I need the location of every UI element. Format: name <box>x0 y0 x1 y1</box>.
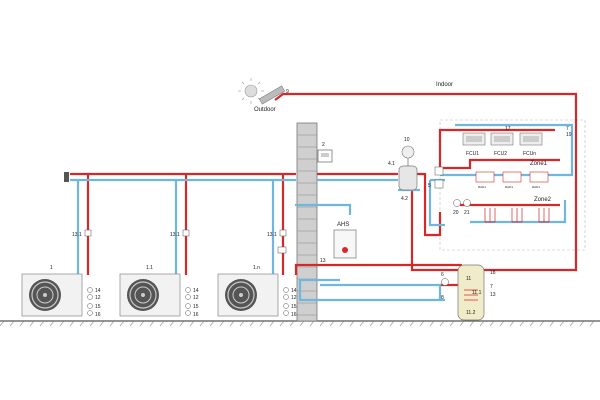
supply-piping <box>70 92 578 287</box>
unit-label-1: 1 <box>50 265 53 271</box>
sun-icon <box>238 78 264 104</box>
unit-valves: 13.1 13.1 13.1 14 12 15 16 14 12 15 16 1… <box>72 229 297 318</box>
thermostat-icon: 2 <box>317 142 333 163</box>
pipe-end-cap <box>64 172 69 182</box>
zone1-radiators: Zone1 RAD1 RAD1 RAD1 <box>475 161 549 189</box>
label-13-1-b: 13.1 <box>170 232 180 238</box>
ground <box>0 320 600 327</box>
pump-icon <box>441 278 449 286</box>
fan-coil-icon <box>462 132 486 146</box>
radiator-icon <box>475 171 549 183</box>
label-10: 10 <box>404 137 410 143</box>
label-15-a: 15 <box>95 304 101 310</box>
fan-coil-icon <box>490 132 514 146</box>
boiler-icon: AHS 13 <box>320 222 357 264</box>
label-13-1-a: 13.1 <box>72 232 82 238</box>
pump-icon <box>453 199 461 207</box>
building-wall <box>296 122 318 322</box>
label-20: 20 <box>453 210 459 216</box>
valve-icon <box>434 166 444 176</box>
label-16-c: 16 <box>291 312 297 318</box>
label-12-a: 12 <box>95 295 101 301</box>
valve-icon <box>434 179 444 189</box>
label-8: 8 <box>441 295 444 301</box>
label-21: 21 <box>464 210 470 216</box>
manifold-valves <box>434 166 471 286</box>
label-15-c: 15 <box>291 304 297 310</box>
fan-coil-units: FCU1 FCU2 FCUn 17 19 7 <box>462 126 572 157</box>
label-11-2: 11.2 <box>466 310 476 316</box>
label-14-b: 14 <box>193 288 199 294</box>
label-2: 2 <box>322 142 325 148</box>
outdoor-label: Outdoor <box>254 107 276 113</box>
fan-icon <box>225 279 257 311</box>
water-tank-icon: 11 11.1 11.2 18 7 13 <box>457 264 496 321</box>
label-6: 6 <box>441 272 444 278</box>
label-15-b: 15 <box>193 304 199 310</box>
fan-icon <box>29 279 61 311</box>
label-14-c: 14 <box>291 288 297 294</box>
label-11: 11 <box>466 276 471 282</box>
label-5: 5 <box>428 183 431 189</box>
radiator-label: RAD1 <box>532 185 540 189</box>
pump-icon <box>463 199 471 207</box>
valve-icon <box>84 229 289 316</box>
label-17: 17 <box>505 126 511 132</box>
fcu2-label: FCU2 <box>494 151 507 157</box>
radiator-icon <box>484 208 550 223</box>
label-7-top: 7 <box>566 126 569 132</box>
label-13: 13 <box>320 258 326 264</box>
radiator-label: RAD1 <box>478 185 486 189</box>
label-13-1-c: 13.1 <box>267 232 277 238</box>
label-12-b: 12 <box>193 295 199 301</box>
fcu1-label: FCU1 <box>466 151 479 157</box>
fcun-label: FCUn <box>523 151 536 157</box>
solar-panel-icon <box>258 85 286 105</box>
indoor-label: Indoor <box>436 82 453 88</box>
solar-collector: 9 Outdoor Indoor <box>238 78 453 113</box>
label-7: 7 <box>490 284 493 290</box>
heat-pump-unit-1-n: 1.n <box>217 265 279 317</box>
label-13-tank: 13 <box>490 292 496 298</box>
unit-label-1-n: 1.n <box>253 265 260 271</box>
label-12-c: 12 <box>291 295 297 301</box>
fan-coil-icon <box>519 132 543 146</box>
expansion-tank-icon: 10 <box>401 137 415 166</box>
label-19: 19 <box>566 132 572 138</box>
zone2-label: Zone2 <box>534 197 552 203</box>
buffer-tank: 4.1 4.2 <box>388 161 418 202</box>
unit-label-1-1: 1.1 <box>146 265 153 271</box>
zone1-label: Zone1 <box>530 161 548 167</box>
radiator-label: RAD1 <box>505 185 513 189</box>
label-16-b: 16 <box>193 312 199 318</box>
heat-pump-unit-1-1: 1.1 <box>119 265 181 317</box>
label-9: 9 <box>286 89 289 95</box>
label-4-1: 4.1 <box>388 161 395 167</box>
label-11-1: 11.1 <box>472 290 482 296</box>
label-4-2: 4.2 <box>401 196 408 202</box>
label-14-a: 14 <box>95 288 101 294</box>
label-18: 18 <box>490 270 496 276</box>
ahs-label: AHS <box>337 222 349 228</box>
label-16-a: 16 <box>95 312 101 318</box>
heat-pump-unit-1: 1 <box>21 265 83 317</box>
zone2-underfloor: Zone2 <box>484 197 552 223</box>
fan-icon <box>127 279 159 311</box>
